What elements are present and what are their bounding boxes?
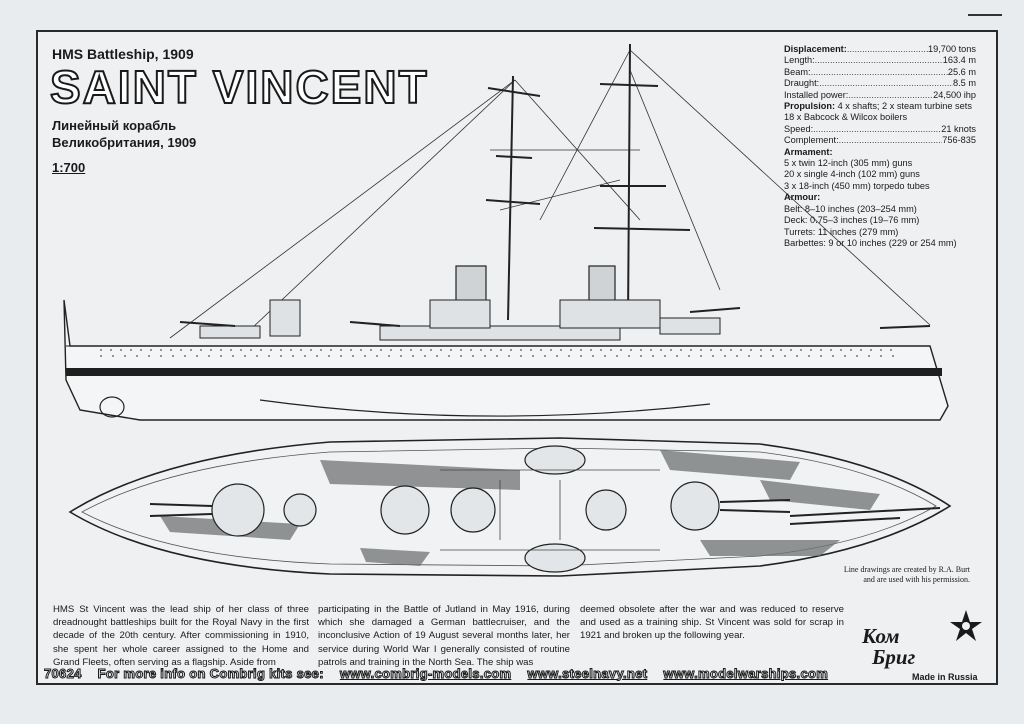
link-combrig[interactable]: www.combrig-models.com	[339, 665, 512, 681]
masts	[485, 43, 691, 321]
ship-subtitle-ru-1: Линейный корабль	[52, 118, 177, 133]
scale-label: 1:700	[52, 160, 86, 175]
description-column-2: participating in the Battle of Jutland i…	[318, 604, 570, 668]
made-in-russia: Made in Russia	[912, 672, 978, 682]
turret-q	[670, 481, 720, 531]
link-steelnavy[interactable]: www.steelnavy.net	[527, 665, 648, 681]
footer-bar: 70624 For more info on Combrig kits see:…	[36, 661, 998, 685]
spec-beam: Beam:25.6 m	[784, 67, 976, 78]
description-column-1: HMS St Vincent was the lead ship of her …	[53, 604, 309, 668]
more-info-text: For more info on Combrig kits see:	[97, 665, 324, 681]
sheet-corner-mark	[968, 14, 1002, 16]
spec-turrets: Turrets: 11 inches (279 mm)	[784, 226, 899, 237]
spec-deck: Deck: 0.75–3 inches (19–76 mm)	[784, 215, 920, 226]
spec-armament-heading: Armament:	[784, 146, 833, 157]
spec-length: Length:163.4 m	[784, 55, 976, 66]
spec-belt: Belt: 8–10 inches (203–254 mm)	[784, 203, 917, 214]
drawing-credit: Line drawings are created by R.A. Burt a…	[843, 565, 970, 584]
link-modelwarships[interactable]: www.modelwarships.com	[663, 665, 829, 681]
ship-title: SAINT VINCENT	[49, 61, 429, 113]
spec-armament-2: 20 x single 4-inch (102 mm) guns	[784, 169, 920, 180]
ship-subtitle-ru-2: Великобритания, 1909	[52, 135, 197, 150]
turret-a	[211, 483, 265, 537]
spec-power: Installed power:24,500 ihp	[784, 90, 976, 101]
spec-speed: Speed:21 knots	[784, 124, 976, 135]
ship-drawings	[63, 43, 952, 577]
rigging-lines	[169, 49, 931, 339]
spec-displacement: Displacement:19,700 tons	[784, 44, 976, 55]
turret-b	[283, 493, 317, 527]
spec-armour-heading: Armour:	[784, 192, 821, 203]
spec-propulsion: Propulsion: 4 x shafts; 2 x steam turbin…	[784, 101, 972, 112]
kit-code: 70624	[44, 665, 82, 681]
turret-p	[380, 485, 430, 535]
logo-text-brig: Бриг	[872, 645, 916, 669]
logo-text-kom: Ком	[862, 624, 900, 648]
description-column-3: deemed obsolete after the war and was re…	[580, 604, 844, 642]
spec-draught: Draught:8.5 m	[784, 78, 976, 89]
spec-barbettes: Barbettes: 9 or 10 inches (229 or 254 mm…	[784, 237, 957, 248]
spec-armament-1: 5 x twin 12-inch (305 mm) guns	[784, 158, 913, 169]
ship-subtitle: HMS Battleship, 1909	[52, 46, 194, 62]
spec-boilers: 18 x Babcock & Wilcox boilers	[784, 112, 908, 123]
spec-complement: Complement:756-835	[784, 135, 976, 146]
spec-armament-3: 3 x 18-inch (450 mm) torpedo tubes	[784, 180, 930, 191]
specifications-panel: Displacement:19,700 tons Length:163.4 m …	[784, 44, 976, 249]
combrig-star-logo-icon	[950, 610, 982, 641]
